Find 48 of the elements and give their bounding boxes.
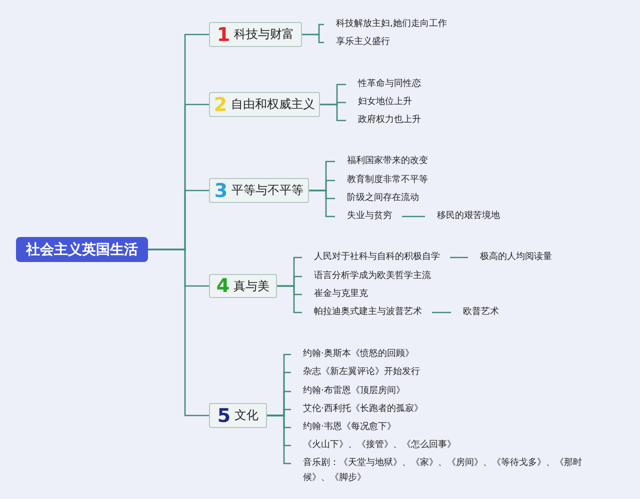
subtopic-text: 《火山下》、《接管》、《怎么回事》 bbox=[303, 438, 456, 453]
subtopic-text: 性革命与同性恋 bbox=[358, 77, 421, 92]
subtopic-text: 帕拉迪奥式建主与波普艺术 bbox=[314, 305, 422, 320]
topic-label: 科技与财富 bbox=[234, 26, 294, 43]
connector-line bbox=[432, 312, 451, 314]
connector-line bbox=[309, 190, 335, 218]
topic-label: 文化 bbox=[234, 407, 259, 424]
subtopic-text: 失业与贫穷 bbox=[347, 209, 392, 224]
subtopic-text: 语言分析学成为欧美哲学主流 bbox=[314, 269, 431, 284]
subtopic-text: 教育制度非常不平等 bbox=[347, 173, 428, 188]
topic-box bbox=[209, 178, 309, 203]
subtopic-text: 崔金与克里克 bbox=[314, 287, 368, 302]
connector-line bbox=[450, 256, 468, 258]
topic-label: 平等与不平等 bbox=[232, 182, 304, 199]
subtopic-text: 移民的艰苦境地 bbox=[437, 209, 500, 224]
subtopic-text: 杂志《新左翼评论》开始发行 bbox=[303, 365, 420, 380]
topic-box bbox=[209, 22, 302, 47]
topic-number: 1 bbox=[216, 24, 230, 44]
topic-number: 5 bbox=[217, 406, 231, 426]
topic-number: 2 bbox=[214, 94, 228, 114]
connector-line bbox=[148, 248, 209, 416]
subtopic-text: 科技解放主妇,她们走向工作 bbox=[336, 17, 447, 32]
connector-line bbox=[267, 414, 291, 464]
subtopic-text: 艾伦·西利托《长跑者的孤寂》 bbox=[303, 402, 423, 417]
connector-line bbox=[402, 216, 425, 218]
root-topic-box: 社会主义英国生活 bbox=[16, 237, 148, 262]
subtopic-text: 约翰·布雷恩《顶层房间》 bbox=[303, 384, 405, 399]
connector-line bbox=[320, 104, 346, 122]
subtopic-text: 福利国家带来的改变 bbox=[347, 154, 428, 169]
subtopic-text: 欧普艺术 bbox=[463, 305, 499, 320]
topic-number: 3 bbox=[214, 180, 228, 200]
subtopic-text: 极高的人均阅读量 bbox=[480, 250, 552, 265]
topic-box bbox=[209, 274, 277, 298]
subtopic-text: 阶级之间存在流动 bbox=[347, 191, 419, 206]
topic-box bbox=[209, 92, 320, 117]
subtopic-text: 约翰·奥斯本《愤怒的回顾》 bbox=[303, 347, 414, 362]
subtopic-text: 享乐主义盛行 bbox=[336, 35, 390, 50]
topic-box bbox=[209, 403, 267, 428]
subtopic-text: 约翰·韦恩《每况愈下》 bbox=[303, 420, 396, 435]
subtopic-text: 音乐剧：《天堂与地狱》、《家》、《房间》、《等待戈多》、《那时候》、《脚步》 bbox=[303, 456, 603, 486]
connector-line bbox=[302, 34, 324, 44]
subtopic-text: 政府权力也上升 bbox=[358, 113, 421, 128]
subtopic-text: 人民对于社科与自科的积极自学 bbox=[314, 250, 440, 265]
subtopic-text: 妇女地位上升 bbox=[358, 95, 412, 110]
topic-label: 真与美 bbox=[234, 278, 270, 294]
connector-line bbox=[277, 285, 302, 314]
topic-number: 4 bbox=[216, 276, 230, 296]
topic-label: 自由和权威主义 bbox=[231, 96, 316, 113]
